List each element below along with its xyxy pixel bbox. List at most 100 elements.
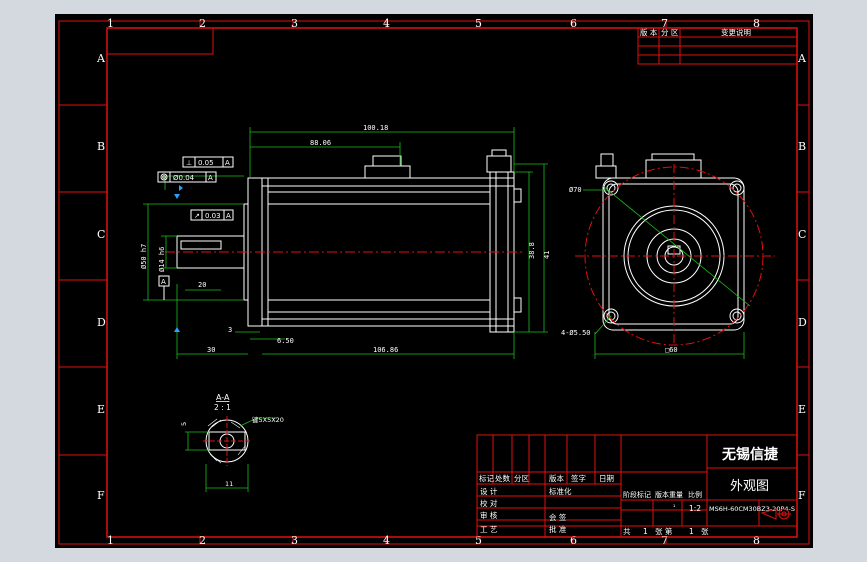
tb-sheet-total-label: 共: [623, 527, 631, 536]
col-label-1: 1: [107, 17, 114, 30]
section-aa: A-A 2 : 1 键5X5X20 5 11: [180, 393, 284, 492]
tb-sheet-no: 1: [689, 527, 694, 536]
tb-sheet-suffix: 张: [701, 527, 709, 536]
tb-h-zone: 分区: [514, 474, 529, 483]
outer-frame: [58, 20, 810, 545]
row-label-f-r: F: [798, 489, 806, 502]
rev-header-desc: 变更说明: [721, 27, 751, 37]
concentricity-icon: [160, 173, 168, 181]
section-depth: 5: [180, 422, 188, 426]
tb-h-sign: 签字: [571, 473, 586, 483]
runout-icon: ↗: [194, 212, 200, 220]
mount-hole-tr: [729, 180, 745, 196]
tb-role-process: 工 艺: [480, 525, 497, 534]
row-label-c-r: C: [798, 228, 806, 241]
dim-flange-connector: 88.06: [310, 139, 331, 147]
col-label-5: 5: [475, 17, 482, 30]
gdt-conc-datum: A: [208, 174, 213, 182]
col-label-4: 4: [383, 17, 390, 30]
col-label-8b: 8: [753, 534, 760, 547]
tb-role-check: 校 对: [480, 498, 498, 508]
mount-hole-bl: [603, 308, 619, 324]
row-label-a-r: A: [797, 52, 807, 65]
tb-role-review: 审 核: [480, 510, 498, 520]
col-label-8: 8: [753, 17, 760, 30]
row-label-d: D: [97, 316, 106, 329]
top-left-box: [107, 28, 214, 55]
dim-pcd: Ø70: [569, 186, 582, 194]
tb-weight: 版本重量: [655, 490, 683, 499]
tb-role-design: 设 计: [480, 486, 498, 496]
revision-table: 版 本 分 区 变更说明: [637, 27, 798, 65]
drawing-canvas: 1 2 3 4 5 6 7 8 1 2 3 4 5 6 7 8 A B C D …: [55, 14, 813, 548]
perp-symbol-icon: ⊥: [186, 159, 192, 167]
tb-std: 标准化: [549, 486, 572, 496]
col-label-7b: 7: [661, 534, 668, 547]
front-connector-left: [595, 165, 617, 179]
col-label-2b: 2: [199, 534, 206, 547]
column-labels-top: 1 2 3 4 5 6 7 8: [107, 17, 760, 30]
row-label-c: C: [97, 228, 105, 241]
row-labels-right: A B C D E F: [797, 52, 807, 502]
col-label-2: 2: [199, 17, 206, 30]
section-width: 11: [225, 480, 233, 488]
inner-frame: [106, 27, 798, 538]
side-view-dim-text: 100.18 88.06 106.86 30 20 38.8 41 Ø50 h7…: [140, 124, 551, 354]
tb-scale-label: 比例: [688, 490, 702, 499]
datum-a-label: A: [161, 278, 166, 286]
dim-pilot-dia: Ø50 h7: [140, 244, 148, 269]
title-block-text: 无锡信捷 外观图 标记 处数 分区 版本 签字 日期 设 计 校 对 审 核 工…: [479, 446, 795, 536]
company-name: 无锡信捷: [721, 446, 779, 463]
section-title: A-A: [216, 393, 230, 402]
gdt-runout-datum: A: [226, 212, 231, 220]
tb-sheet-label: 张 第: [655, 526, 673, 536]
dim-shoulder: 6.50: [277, 337, 294, 345]
gdt-frames: ⊥ 0.05 A Ø0.04 A ↗ 0.03 A A: [157, 156, 234, 332]
front-view: [595, 153, 745, 331]
dim-square: □60: [665, 346, 678, 354]
row-labels-left: A B C D E F: [96, 52, 106, 502]
tb-stage-mark: 阶段标记: [623, 490, 651, 499]
tb-scale-prefix: ¹: [673, 504, 676, 511]
projection-symbol-icon: [760, 508, 791, 520]
dim-shaft-length: 30: [207, 346, 215, 354]
column-labels-bottom: 1 2 3 4 5 6 7 8: [107, 534, 760, 547]
row-label-e: E: [97, 403, 105, 416]
gdt-runout-value: 0.03: [205, 212, 221, 220]
gdt-perp-datum: A: [225, 159, 230, 167]
arrow-marker-icon: [179, 185, 183, 191]
mount-hole-br: [729, 308, 745, 324]
tb-h-date: 日期: [599, 474, 614, 483]
tb-countersign: 会 签: [549, 512, 567, 522]
side-view-dimensions: [143, 127, 548, 359]
row-label-b-r: B: [798, 140, 806, 153]
dim-height-a: 38.8: [528, 242, 536, 259]
technical-drawing: 1 2 3 4 5 6 7 8 1 2 3 4 5 6 7 8 A B C D …: [58, 17, 810, 547]
row-label-a: A: [96, 52, 106, 65]
col-label-5b: 5: [475, 534, 482, 547]
tb-sheet-total: 1: [643, 527, 648, 536]
col-label-1b: 1: [107, 534, 114, 547]
dim-overall: 100.18: [363, 124, 388, 132]
tb-h-version: 版本: [549, 473, 564, 483]
front-view-dimensions: [583, 185, 751, 359]
dim-flange-thickness: 3: [228, 326, 232, 334]
title-block: [476, 434, 798, 538]
col-label-7: 7: [661, 17, 668, 30]
mount-hole-tl: [603, 180, 619, 196]
section-key-note: 键5X5X20: [252, 415, 284, 424]
dim-holes: 4-Ø5.50: [561, 329, 591, 337]
dim-body-length: 106.86: [373, 346, 398, 354]
tb-h-count: 处数: [495, 473, 510, 483]
tb-scale: 1:2: [689, 504, 701, 513]
power-connector: [364, 165, 411, 179]
drawing-title: 外观图: [730, 479, 769, 494]
rev-header-zone: 分 区: [661, 28, 679, 37]
col-label-6b: 6: [570, 534, 577, 547]
rev-header-version: 版 本: [640, 27, 658, 37]
side-view: [176, 149, 522, 333]
row-label-f: F: [97, 489, 105, 502]
dim-key-length: 20: [198, 281, 206, 289]
front-view-dim-text: Ø70 4-Ø5.50 □60: [561, 186, 678, 354]
encoder-connector: [486, 155, 512, 173]
